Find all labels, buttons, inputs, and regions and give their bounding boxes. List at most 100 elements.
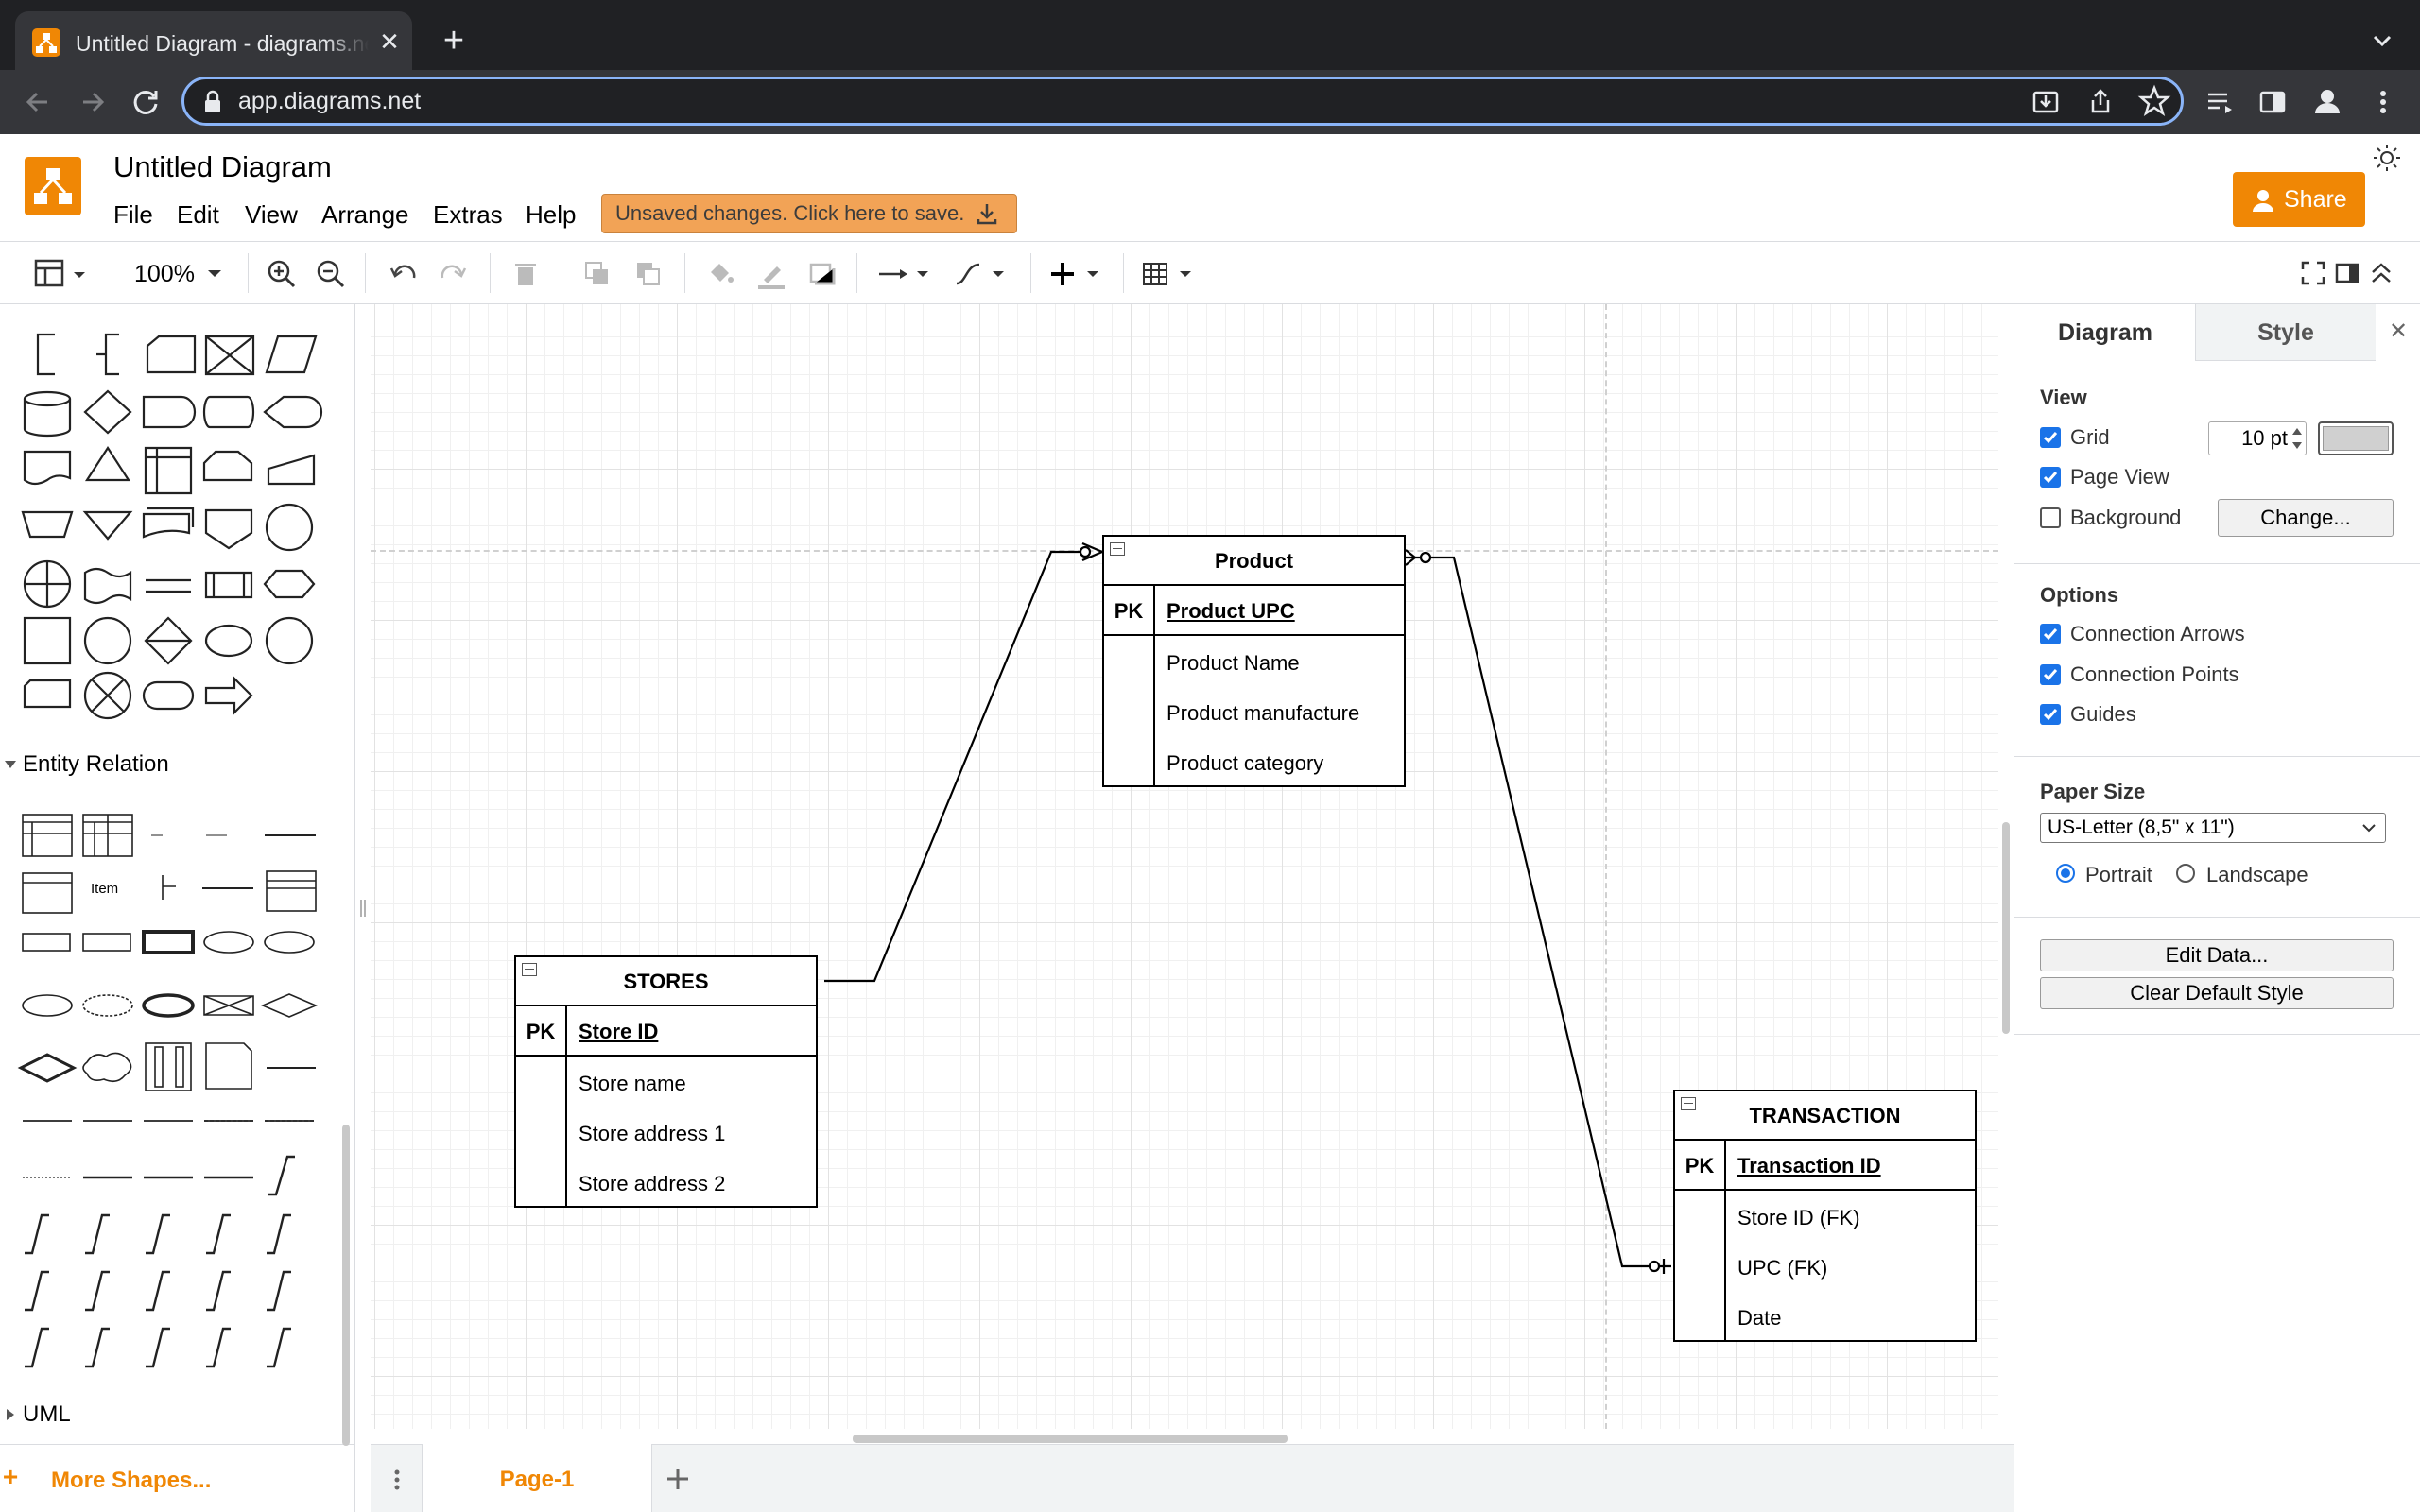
menu-arrange[interactable]: Arrange xyxy=(321,200,409,229)
fill-color-icon[interactable] xyxy=(703,257,737,291)
undo-icon[interactable] xyxy=(386,257,420,291)
side-panel-icon[interactable] xyxy=(2256,85,2290,119)
browser-tab[interactable] xyxy=(15,11,412,70)
table-insert-icon[interactable] xyxy=(1138,257,1201,291)
entity-transaction[interactable]: TRANSACTION PK Transaction ID Store ID (… xyxy=(1673,1090,1977,1342)
edit-data-button[interactable]: Edit Data... xyxy=(2040,939,2394,971)
menu-extras[interactable]: Extras xyxy=(433,200,503,229)
page-tab[interactable] xyxy=(422,1444,652,1512)
menu-view[interactable]: View xyxy=(245,200,298,229)
forward-arrow-icon[interactable] xyxy=(76,85,110,119)
pk-field: Transaction ID xyxy=(1737,1154,1881,1177)
section-expanded-icon[interactable] xyxy=(4,758,17,771)
page-view-checkbox[interactable] xyxy=(2040,467,2061,488)
tab-search-chevron-icon[interactable] xyxy=(2363,25,2401,59)
insert-plus-icon[interactable] xyxy=(1046,257,1108,291)
waypoint-style-icon[interactable] xyxy=(951,257,1013,291)
format-panel-toggle-icon[interactable] xyxy=(32,257,95,291)
change-background-button[interactable]: Change... xyxy=(2218,499,2394,537)
connection-points-checkbox[interactable] xyxy=(2040,664,2061,685)
page-menu-icon[interactable] xyxy=(386,1461,408,1499)
share-button[interactable] xyxy=(2233,172,2365,227)
attribute-field: Product Name xyxy=(1167,651,1300,675)
entity-stores[interactable]: STORES PK Store ID Store name Store addr… xyxy=(514,955,818,1208)
menu-help[interactable]: Help xyxy=(526,200,577,229)
grid-color-swatch[interactable] xyxy=(2318,421,2394,455)
attribute-field: Product category xyxy=(1167,751,1324,775)
tab-diagram[interactable] xyxy=(2014,304,2196,361)
media-queue-icon[interactable] xyxy=(2203,85,2237,119)
menu-edit[interactable]: Edit xyxy=(177,200,219,229)
attribute-field: Store address 1 xyxy=(579,1122,726,1145)
zoom-in-icon[interactable] xyxy=(265,257,299,291)
to-back-icon[interactable] xyxy=(631,257,666,291)
portrait-radio[interactable] xyxy=(2054,862,2077,885)
connection-style-icon[interactable] xyxy=(875,257,938,291)
clear-default-style-button[interactable]: Clear Default Style xyxy=(2040,977,2394,1009)
more-shapes-plus-icon[interactable]: + xyxy=(2,1462,19,1491)
menu-file[interactable]: File xyxy=(113,200,153,229)
entity-relation-shapes-palette[interactable] xyxy=(0,794,340,1380)
add-page-icon[interactable] xyxy=(662,1463,694,1495)
connection-arrows-checkbox[interactable] xyxy=(2040,624,2061,644)
section-collapsed-icon[interactable] xyxy=(4,1408,17,1421)
bookmark-star-icon[interactable] xyxy=(2136,83,2172,119)
document-title[interactable]: Untitled Diagram xyxy=(113,150,332,183)
sidebar-scrollbar[interactable] xyxy=(342,1125,350,1446)
background-checkbox[interactable] xyxy=(2040,507,2061,528)
url-text[interactable]: app.diagrams.net xyxy=(238,88,422,114)
general-shapes-palette[interactable] xyxy=(0,306,340,731)
profile-avatar-icon[interactable] xyxy=(2308,83,2346,121)
entity-header xyxy=(1104,537,1404,586)
entity-product[interactable]: Product PK Product UPC Product Name Prod… xyxy=(1102,535,1406,787)
zoom-level[interactable]: 100% xyxy=(134,261,195,287)
browser-menu-icon[interactable] xyxy=(2369,85,2397,119)
install-app-icon[interactable] xyxy=(2029,85,2063,119)
reload-icon[interactable] xyxy=(129,85,163,119)
toolbar-divider xyxy=(1030,253,1031,293)
new-tab-button[interactable]: + xyxy=(442,21,465,60)
primary-key-row xyxy=(516,1006,816,1057)
more-shapes-link[interactable]: More Shapes... xyxy=(51,1468,212,1493)
collapse-toggle-icon[interactable] xyxy=(1681,1097,1696,1110)
entity-header xyxy=(516,957,816,1006)
unsaved-changes-button[interactable] xyxy=(601,194,1017,233)
guides-checkbox[interactable] xyxy=(2040,704,2061,725)
delete-trash-icon[interactable] xyxy=(509,257,543,291)
share-page-icon[interactable] xyxy=(2083,85,2118,119)
grid-checkbox[interactable] xyxy=(2040,427,2061,448)
theme-sun-icon[interactable] xyxy=(2371,142,2403,174)
tab-close-icon[interactable]: ✕ xyxy=(379,27,400,56)
line-color-icon[interactable] xyxy=(754,257,788,291)
to-front-icon[interactable] xyxy=(580,257,614,291)
canvas-vertical-scrollbar[interactable] xyxy=(2002,822,2010,1034)
tab-style[interactable] xyxy=(2196,304,2376,361)
collapse-toggle-icon[interactable] xyxy=(1110,542,1125,556)
user-icon xyxy=(2250,187,2276,214)
fullscreen-icon[interactable] xyxy=(2297,257,2329,289)
sidebar-resize-handle[interactable] xyxy=(359,898,367,919)
diagrams-logo-icon[interactable] xyxy=(25,157,81,215)
canvas-horizontal-scrollbar[interactable] xyxy=(853,1435,1288,1443)
zoom-out-icon[interactable] xyxy=(314,257,348,291)
close-panel-icon[interactable]: ✕ xyxy=(2388,318,2409,344)
landscape-radio[interactable] xyxy=(2174,862,2197,885)
shadow-icon[interactable] xyxy=(805,257,839,291)
uml-section-title[interactable]: UML xyxy=(23,1401,71,1427)
primary-key-row xyxy=(1675,1141,1975,1191)
attribute-field: Date xyxy=(1737,1306,1782,1330)
key-column-divider xyxy=(1724,1141,1726,1340)
collapse-chevron-icon[interactable] xyxy=(2365,257,2397,289)
lock-icon[interactable] xyxy=(200,89,225,115)
redo-icon[interactable] xyxy=(437,257,471,291)
grid-size-input[interactable] xyxy=(2208,421,2307,455)
grid-size-stepper-icon[interactable] xyxy=(2288,421,2307,455)
entity-relation-section-title[interactable]: Entity Relation xyxy=(23,751,169,777)
collapse-toggle-icon[interactable] xyxy=(522,963,537,976)
paper-size-select[interactable] xyxy=(2040,813,2386,843)
address-bar[interactable] xyxy=(182,77,2184,126)
back-arrow-icon[interactable] xyxy=(21,85,55,119)
zoom-dropdown-icon[interactable] xyxy=(206,266,223,280)
format-toggle-icon[interactable] xyxy=(2331,257,2363,289)
